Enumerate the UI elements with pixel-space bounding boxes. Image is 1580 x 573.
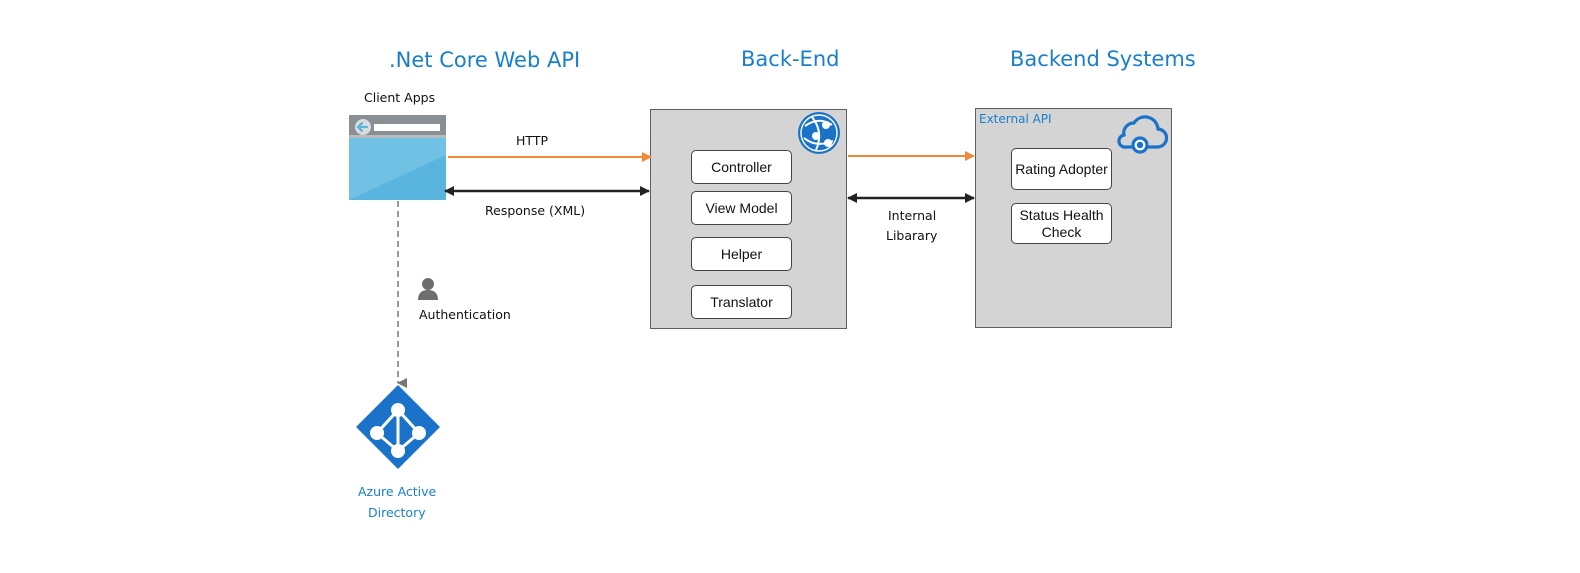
component-rating-adopter: Rating Adopter xyxy=(1011,148,1112,190)
response-label: Response (XML) xyxy=(485,203,586,218)
azure-active-directory-icon xyxy=(355,384,441,470)
component-translator: Translator xyxy=(691,285,792,319)
http-label: HTTP xyxy=(516,133,548,148)
component-status-health-check: Status Health Check xyxy=(1011,203,1112,244)
component-controller: Controller xyxy=(691,150,792,184)
title-web-api: .Net Core Web API xyxy=(389,48,581,72)
external-api-label: External API xyxy=(979,112,1052,126)
cloud-service-icon xyxy=(1114,111,1169,159)
internal-label-line2: Libarary xyxy=(886,228,938,243)
component-view-model: View Model xyxy=(691,191,792,225)
title-back-end: Back-End xyxy=(741,47,840,71)
azure-ad-label-line2: Directory xyxy=(368,505,426,520)
title-backend-systems: Backend Systems xyxy=(1010,47,1196,71)
user-icon xyxy=(417,277,439,301)
web-app-globe-icon xyxy=(796,110,842,156)
authentication-label: Authentication xyxy=(419,307,511,322)
browser-window-icon xyxy=(349,115,446,200)
component-helper: Helper xyxy=(691,237,792,271)
internal-label-line1: Internal xyxy=(888,208,937,223)
client-apps-label: Client Apps xyxy=(364,90,436,105)
azure-ad-label-line1: Azure Active xyxy=(358,484,437,499)
